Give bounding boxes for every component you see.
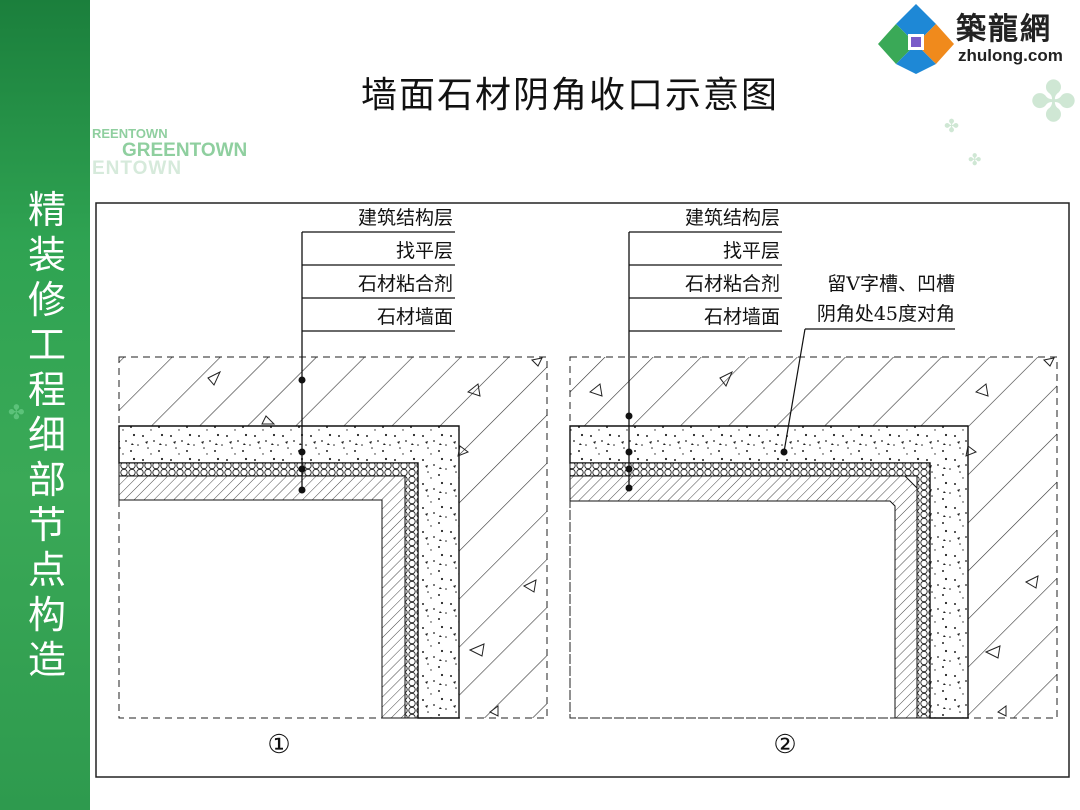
label-stone-facing: 石材墙面 <box>704 306 780 328</box>
label-adhesive: 石材粘合剂 <box>685 273 780 295</box>
logo-text-cn: 築龍網 <box>956 12 1052 47</box>
label-stone-facing: 石材墙面 <box>377 306 453 328</box>
leaf-icon-right: ✤ <box>1030 70 1077 135</box>
brand-text: GREENTOWN <box>122 140 248 161</box>
brand-text-faded: ENTOWN <box>92 158 183 179</box>
label-leveling-layer: 找平层 <box>396 240 453 262</box>
leaf-icon-small-1: ✤ <box>944 116 960 137</box>
logo-text-en: zhulong.com <box>958 46 1063 65</box>
zhulong-logo: 築龍網 zhulong.com <box>878 2 1078 74</box>
diagram-1: 建筑结构层 找平层 石材粘合剂 石材墙面 ① <box>118 207 548 760</box>
leaf-icon: ✤ <box>8 400 25 424</box>
brand-text-small: REENTOWN <box>92 126 168 141</box>
page-title: 墙面石材阴角收口示意图 <box>360 75 779 116</box>
label-structure-layer: 建筑结构层 <box>685 207 780 229</box>
logo-mark-icon <box>878 4 954 74</box>
drawing-frame <box>95 202 1070 778</box>
label-structure-layer: 建筑结构层 <box>358 207 453 229</box>
label-leveling-layer: 找平层 <box>723 240 780 262</box>
sidebar-title: 精装修工程细部节点构造 <box>27 188 66 682</box>
diagram-number: ② <box>773 730 796 760</box>
label-adhesive: 石材粘合剂 <box>358 273 453 295</box>
diagram-2: 建筑结构层 找平层 石材粘合剂 石材墙面 留V字槽、凹槽 阴角处45度对角 ② <box>569 207 1058 760</box>
label-45-degree-note: 阴角处45度对角 <box>817 303 955 325</box>
label-v-groove-note: 留V字槽、凹槽 <box>827 273 955 295</box>
sidebar: 精装修工程细部节点构造 ✤ <box>0 0 90 810</box>
leaf-icon-small-2: ✤ <box>968 150 982 169</box>
diagram-number: ① <box>267 730 290 760</box>
